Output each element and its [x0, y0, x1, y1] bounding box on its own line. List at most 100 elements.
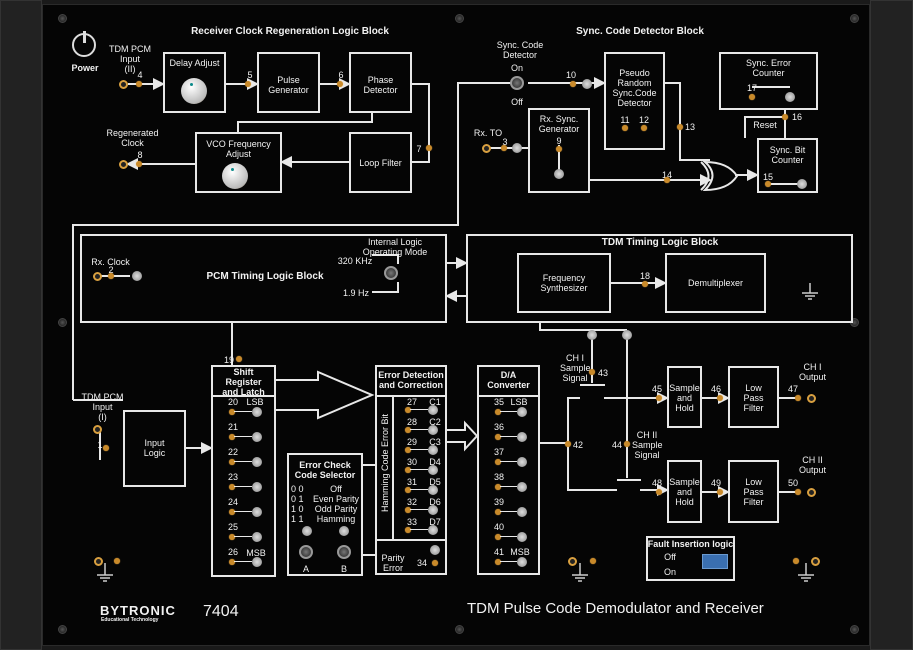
- input-ii-jack[interactable]: [119, 80, 128, 89]
- vco-frequency-knob[interactable]: [222, 163, 248, 189]
- socket[interactable]: [512, 143, 522, 153]
- output-led: [252, 482, 262, 492]
- lpf-label: Pass: [743, 393, 764, 403]
- ground-point[interactable]: [793, 558, 799, 564]
- screw: [58, 318, 67, 327]
- test-point-50[interactable]: [795, 489, 801, 495]
- test-point-2[interactable]: [108, 273, 114, 279]
- test-point-20[interactable]: [229, 409, 235, 415]
- test-point-4[interactable]: [136, 81, 142, 87]
- test-point-30[interactable]: [405, 467, 411, 473]
- msb-label: MSB: [510, 547, 530, 557]
- bit-label: D7: [429, 517, 441, 527]
- prs-label: Pseudo: [619, 68, 650, 78]
- test-point-26[interactable]: [229, 559, 235, 565]
- pin-label: 19: [223, 355, 234, 365]
- test-point-16[interactable]: [782, 114, 788, 120]
- ground-jack[interactable]: [94, 557, 103, 566]
- test-point-11[interactable]: [622, 125, 628, 131]
- test-point-12[interactable]: [641, 125, 647, 131]
- test-point-48[interactable]: [656, 489, 662, 495]
- test-point-22[interactable]: [229, 459, 235, 465]
- pin-label: 26: [227, 547, 238, 557]
- test-point-15[interactable]: [765, 181, 771, 187]
- ground-jack[interactable]: [568, 557, 577, 566]
- socket[interactable]: [797, 179, 807, 189]
- test-point-13[interactable]: [677, 124, 683, 130]
- socket[interactable]: [554, 169, 564, 179]
- socket[interactable]: [582, 79, 592, 89]
- test-point-40[interactable]: [495, 534, 501, 540]
- test-point-46[interactable]: [717, 395, 723, 401]
- ch1-sample-label: CH I: [566, 353, 584, 363]
- pin-label: 9: [556, 136, 562, 146]
- test-point-28[interactable]: [405, 427, 411, 433]
- operating-mode-switch[interactable]: [384, 266, 398, 280]
- test-point-36[interactable]: [495, 434, 501, 440]
- test-point-9[interactable]: [556, 146, 562, 152]
- test-point-29[interactable]: [405, 447, 411, 453]
- ch1-output-jack[interactable]: [807, 394, 816, 403]
- fault-off-label: Off: [664, 552, 676, 562]
- rx-to-jack[interactable]: [482, 144, 491, 153]
- rx-to-label: Rx. TO: [473, 128, 503, 138]
- socket[interactable]: [785, 92, 795, 102]
- power-button[interactable]: [72, 31, 96, 57]
- test-point-31[interactable]: [405, 487, 411, 493]
- pin-label: 16: [791, 112, 802, 122]
- test-point-39[interactable]: [495, 509, 501, 515]
- test-point-33[interactable]: [405, 527, 411, 533]
- brand-logo: BYTRONIC: [100, 603, 176, 618]
- test-point-18[interactable]: [642, 281, 648, 287]
- ground-jack[interactable]: [811, 557, 820, 566]
- pin-label: 14: [661, 170, 672, 180]
- test-point-21[interactable]: [229, 434, 235, 440]
- test-point-14[interactable]: [664, 177, 670, 183]
- test-point-8[interactable]: [136, 161, 142, 167]
- socket[interactable]: [622, 330, 632, 340]
- test-point-44[interactable]: [624, 441, 630, 447]
- prs-label: Random: [617, 78, 652, 88]
- test-point-43[interactable]: [589, 369, 595, 375]
- test-point-19[interactable]: [236, 356, 242, 362]
- fault-dip-switch[interactable]: [702, 554, 728, 569]
- test-point-25[interactable]: [229, 534, 235, 540]
- sync-code-detector-switch[interactable]: [510, 76, 524, 90]
- test-point-41[interactable]: [495, 559, 501, 565]
- test-point-24[interactable]: [229, 509, 235, 515]
- test-point-3[interactable]: [501, 145, 507, 151]
- regenerated-clock-jack[interactable]: [119, 160, 128, 169]
- test-point-6[interactable]: [337, 81, 343, 87]
- test-point-34[interactable]: [432, 560, 438, 566]
- connector-line: [410, 449, 428, 450]
- test-point-10[interactable]: [570, 81, 576, 87]
- test-point-38[interactable]: [495, 484, 501, 490]
- test-point-45[interactable]: [656, 395, 662, 401]
- switch-b[interactable]: [337, 545, 351, 559]
- test-point-37[interactable]: [495, 459, 501, 465]
- pseudo-random-detector-block: [604, 52, 665, 150]
- ground-point[interactable]: [590, 558, 596, 564]
- pin-label: 5: [247, 70, 253, 80]
- input-i-jack[interactable]: [93, 425, 102, 434]
- test-point-35[interactable]: [495, 409, 501, 415]
- delay-adjust-knob[interactable]: [181, 78, 207, 104]
- pin-label: 18: [639, 271, 650, 281]
- edc-label: and Correction: [378, 380, 443, 390]
- test-point-47[interactable]: [795, 395, 801, 401]
- socket[interactable]: [587, 330, 597, 340]
- socket[interactable]: [132, 271, 142, 281]
- ground-point[interactable]: [114, 558, 120, 564]
- test-point-23[interactable]: [229, 484, 235, 490]
- test-point-5[interactable]: [245, 81, 251, 87]
- test-point-42[interactable]: [565, 441, 571, 447]
- switch-a[interactable]: [299, 545, 313, 559]
- ch2-output-jack[interactable]: [807, 488, 816, 497]
- test-point-49[interactable]: [717, 489, 723, 495]
- test-point-27[interactable]: [405, 407, 411, 413]
- test-point-32[interactable]: [405, 507, 411, 513]
- test-point-7[interactable]: [426, 145, 432, 151]
- test-point-17[interactable]: [749, 94, 755, 100]
- rx-clock-jack[interactable]: [93, 272, 102, 281]
- test-point-1[interactable]: [103, 445, 109, 451]
